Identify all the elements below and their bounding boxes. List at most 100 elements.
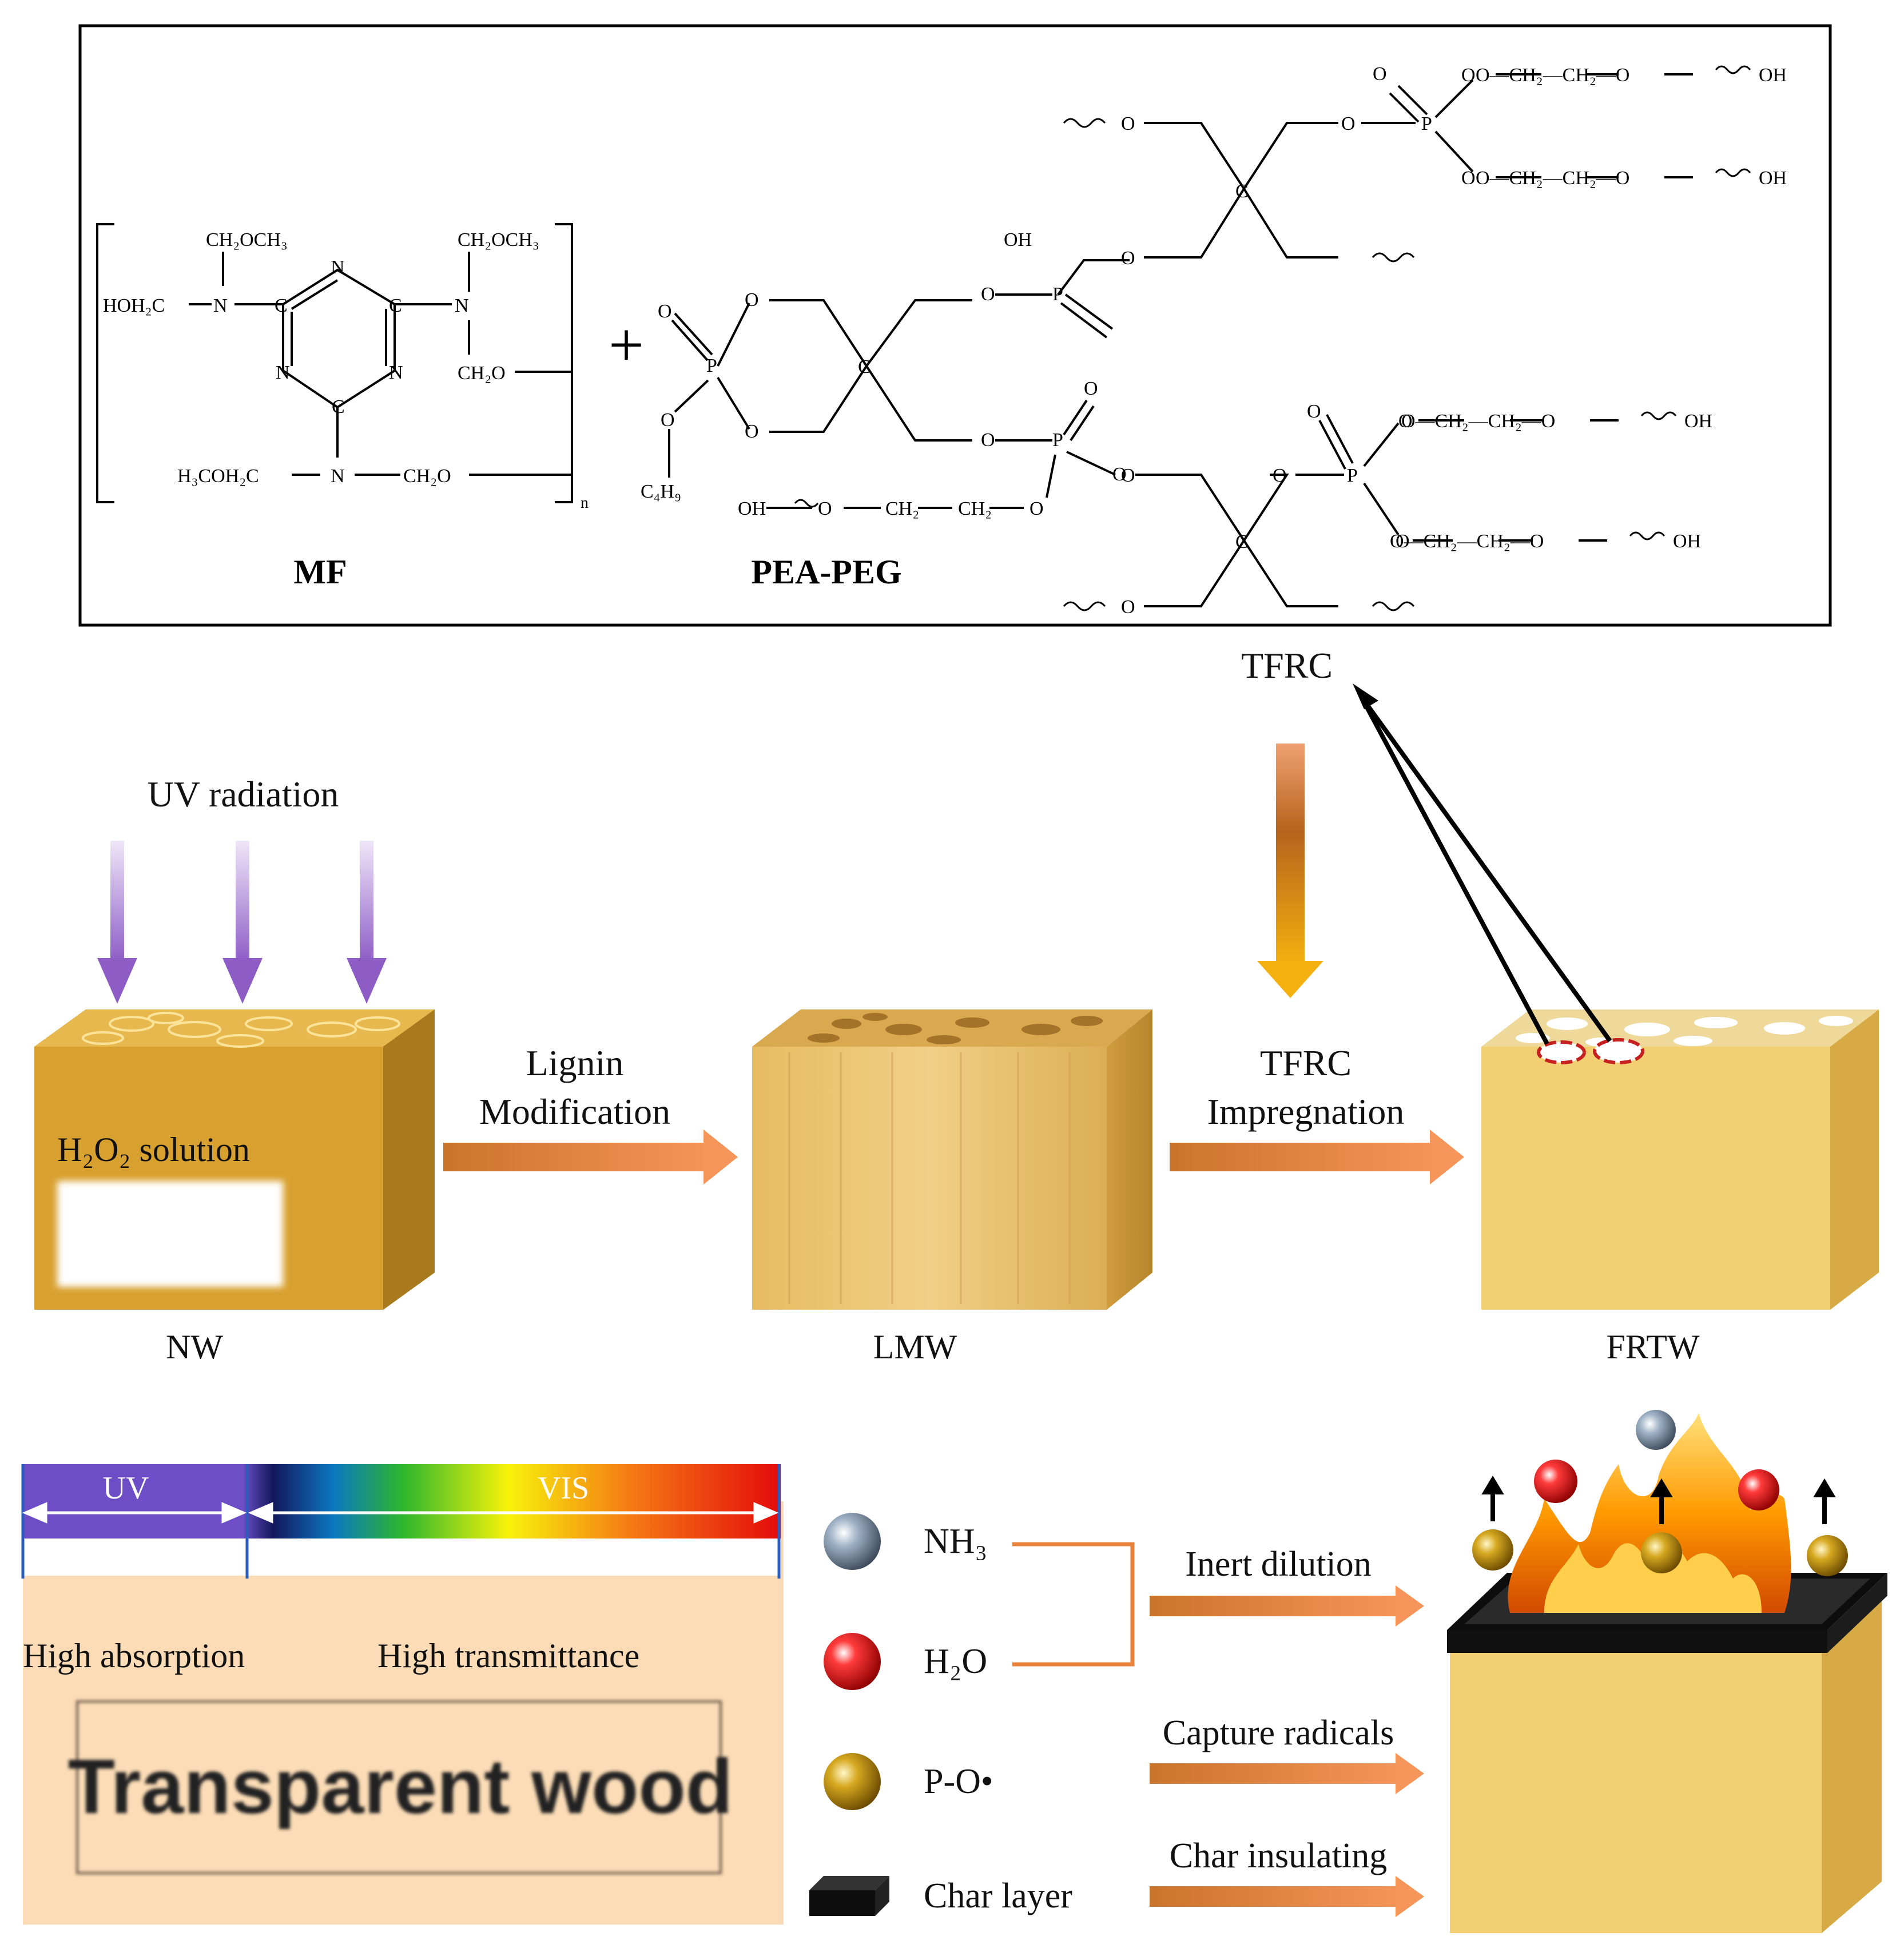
- pea-peg-atom: O: [1029, 498, 1044, 519]
- h2o-ball-icon: [1534, 1460, 1577, 1503]
- plus-sign: +: [609, 310, 644, 380]
- action-arrow: [1150, 1585, 1424, 1627]
- high-transmittance-label: High transmittance: [377, 1637, 639, 1675]
- modification-label: Modification: [479, 1091, 670, 1132]
- pea-peg-atom: C₄H₉: [641, 481, 681, 502]
- po-ball-icon: [1641, 1532, 1682, 1573]
- legend-label-char: Char layer: [924, 1877, 1072, 1915]
- tfrc-top-labels: O P O C O O O—CH₂—CH₂—O O—CH₂—CH₂—O OH O…: [1121, 63, 1787, 269]
- tfrc-down-arrow: [1257, 744, 1323, 998]
- tfrc-branch-bottom: [1063, 411, 1677, 611]
- tfrc-bottom-atom: O: [1273, 465, 1287, 486]
- mf-atom-n: N: [455, 295, 469, 316]
- action-arrows: Inert dilution Capture radicals Char ins…: [1150, 1545, 1424, 1917]
- mf-group: CH₂O: [458, 363, 506, 384]
- highlight-ring: [1593, 1038, 1644, 1064]
- tfrc-top-atom: O: [1461, 168, 1476, 189]
- process-arrow-1: [443, 1130, 738, 1184]
- h2o2-label: H₂O₂ solution: [57, 1131, 250, 1168]
- mf-atom-c: C: [332, 396, 345, 418]
- mf-name: MF: [293, 553, 347, 591]
- pea-peg-atom: O: [981, 430, 995, 451]
- uv-arrow: [97, 841, 137, 1004]
- pea-peg-atom: CH₂: [885, 498, 919, 519]
- tfrc-top-atom: C: [1235, 181, 1249, 202]
- uv-radiation-label: UV radiation: [148, 774, 339, 814]
- pea-peg-atom: O: [1084, 378, 1098, 399]
- impregnation-label: Impregnation: [1207, 1091, 1405, 1132]
- block-label-lmw: LMW: [873, 1328, 957, 1366]
- tfrc-bottom-atom: O: [1307, 401, 1321, 422]
- mechanism-legend: NH₃ H₂O P-O• Char layer: [809, 1513, 1072, 1916]
- legend-label-h2o: H₂O: [924, 1642, 987, 1681]
- block-label-frtw: FRTW: [1606, 1328, 1699, 1366]
- po-ball-icon: [1807, 1535, 1848, 1576]
- pea-peg-atom: P: [1052, 284, 1063, 305]
- tfrc-bottom-atom: O: [1396, 531, 1410, 552]
- mf-group: CH₂O: [403, 466, 451, 487]
- uv-arrow: [347, 841, 387, 1004]
- pea-peg-name: PEA-PEG: [751, 553, 901, 591]
- lmw-block: [752, 1009, 1152, 1310]
- h2o-ball-icon: [1738, 1469, 1779, 1510]
- tfrc-top-atom: O: [1373, 63, 1387, 85]
- tfrc-top-atom: O: [1341, 113, 1356, 134]
- pea-peg-atom: O: [745, 289, 759, 311]
- tfrc-top-chain: O—CH₂—CH₂—O: [1476, 168, 1629, 189]
- pea-peg-atom: OH: [738, 498, 766, 519]
- nh3-h2o-bracket: [1012, 1542, 1135, 1667]
- mf-group: CH₂OCH₃: [458, 229, 539, 251]
- action-arrow: [1150, 1753, 1424, 1794]
- tfrc-top-end: OH: [1759, 65, 1787, 86]
- pea-peg-atom: O: [745, 421, 759, 442]
- mf-group: CH₂OCH₃: [206, 229, 288, 251]
- pea-peg-atom: O: [661, 410, 675, 431]
- tfrc-pointer-head: [1353, 683, 1378, 709]
- mf-group: N: [213, 295, 228, 316]
- nw-block: H₂O₂ solution: [34, 1009, 435, 1310]
- tfrc-top-atom: P: [1421, 113, 1432, 134]
- po-ball-icon: [824, 1753, 881, 1810]
- pea-peg-labels: OH O P O O C C₄H₉ O P O O OH O CH₂ CH₂ O…: [641, 229, 1127, 519]
- transparent-wood-title: Transparent wood: [68, 1743, 733, 1830]
- action-arrow: [1150, 1876, 1424, 1917]
- tfrc-top-atom: O: [1121, 248, 1135, 269]
- tfrc-bottom-chain: O—CH₂—CH₂—O: [1401, 411, 1555, 432]
- mf-group: HOH₂C: [103, 295, 165, 316]
- nh3-ball-icon: [1636, 1410, 1676, 1450]
- high-absorption-label: High absorption: [23, 1637, 245, 1675]
- tfrc-label: TFRC: [1241, 645, 1333, 686]
- spectrum-panel: UV VIS High absorption High transmittanc…: [21, 1464, 784, 1925]
- tfrc-top-end: OH: [1759, 168, 1787, 189]
- chemistry-frame: [78, 24, 1832, 627]
- tfrc-bottom-atom: O: [1121, 465, 1135, 486]
- lignin-label: Lignin: [526, 1043, 624, 1083]
- char-layer-icon: [809, 1876, 889, 1916]
- pea-peg-atom: CH₂: [958, 498, 992, 519]
- uv-band-label: UV: [103, 1470, 149, 1506]
- mf-atom-c: C: [389, 295, 402, 316]
- tfrc-bottom-atom: C: [1235, 531, 1249, 552]
- tfrc-bottom-atom: O: [1121, 597, 1135, 618]
- mf-structure: [96, 223, 573, 503]
- mf-group: n: [581, 494, 589, 512]
- pea-peg-atom: O: [818, 498, 832, 519]
- pea-peg-atom: OH: [1004, 229, 1032, 251]
- nw-blur-panel: [57, 1181, 283, 1287]
- tfrc-bottom-atom: O: [1398, 411, 1413, 432]
- pea-peg-atom: P: [1052, 430, 1063, 451]
- mf-atom-n: N: [331, 257, 345, 278]
- tfrc-top-chain: O—CH₂—CH₂—O: [1476, 65, 1629, 86]
- legend-label-po: P-O•: [924, 1762, 993, 1801]
- tfrc-bottom-atom: P: [1347, 465, 1358, 486]
- pea-peg-atom: P: [706, 355, 717, 376]
- tfrc-bottom-end: OH: [1684, 411, 1712, 432]
- pea-peg-structure: [668, 259, 1130, 498]
- pea-peg-atom: O: [1112, 464, 1127, 485]
- burning-block: [1447, 1410, 1887, 1933]
- h2o-ball-icon: [824, 1633, 881, 1690]
- action-label-inert-dilution: Inert dilution: [1185, 1545, 1371, 1584]
- pea-peg-atom: O: [658, 301, 672, 322]
- highlight-ring: [1537, 1040, 1586, 1064]
